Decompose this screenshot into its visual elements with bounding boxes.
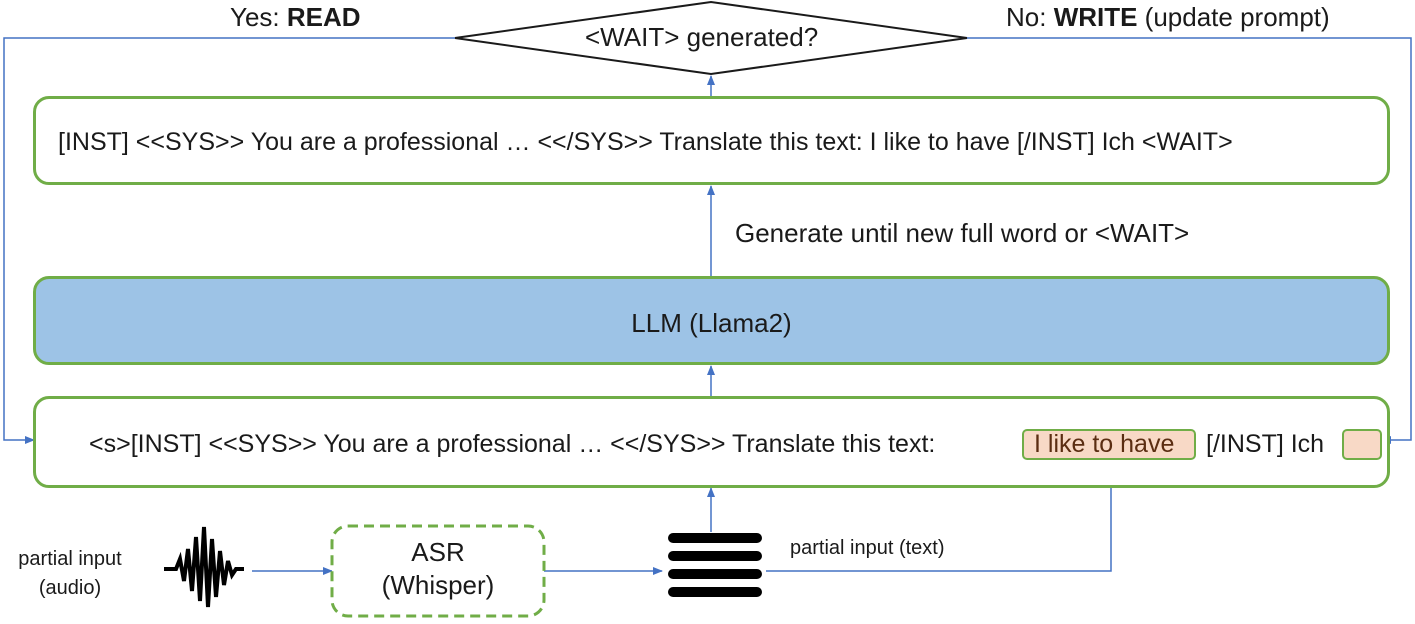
audio-input-line2: (audio) <box>38 577 102 599</box>
no-action: WRITE <box>1053 2 1138 32</box>
source-text: I like to have <box>1034 430 1175 458</box>
output-prompt-box: [INST] <<SYS>> You are a professional … … <box>33 96 1390 185</box>
arrow-read-loop <box>3 37 455 444</box>
audio-waveform-icon <box>164 526 244 608</box>
decision-question: <WAIT> generated? <box>585 22 819 52</box>
arrow-write-loop <box>967 37 1412 444</box>
asr-box <box>330 524 546 618</box>
generate-label: Generate until new full word or <WAIT> <box>735 218 1190 248</box>
yes-prefix: Yes: <box>230 2 287 32</box>
generated-slot-highlight <box>1342 429 1382 460</box>
output-prompt-text: [INST] <<SYS>> You are a professional … … <box>58 128 1233 156</box>
no-prefix: No: <box>1006 2 1054 32</box>
input-prompt-suffix: [/INST] Ich <box>1206 430 1325 458</box>
yes-action: READ <box>286 2 361 32</box>
text-input-label: partial input (text) <box>790 537 945 559</box>
asr-label: ASR (Whisper) <box>332 536 544 602</box>
no-write-label: No: WRITE (update prompt) <box>1006 2 1330 33</box>
no-suffix: (update prompt) <box>1137 2 1330 32</box>
text-lines-icon <box>668 533 762 597</box>
llm-label: LLM (Llama2) <box>631 308 792 338</box>
arrow-text-to-source <box>766 461 1115 572</box>
llm-box: LLM (Llama2) <box>33 276 1390 365</box>
asr-line2: (Whisper) <box>381 570 495 600</box>
audio-input-label: partial input (audio) <box>6 545 134 603</box>
audio-input-line1: partial input <box>18 548 122 570</box>
yes-read-label: Yes: READ <box>230 2 361 33</box>
source-text-highlight <box>1022 429 1196 460</box>
input-prompt-box: <s>[INST] <<SYS>> You are a professional… <box>33 396 1390 488</box>
input-prompt-prefix: <s>[INST] <<SYS>> You are a professional… <box>89 430 936 458</box>
asr-line1: ASR <box>411 537 465 567</box>
